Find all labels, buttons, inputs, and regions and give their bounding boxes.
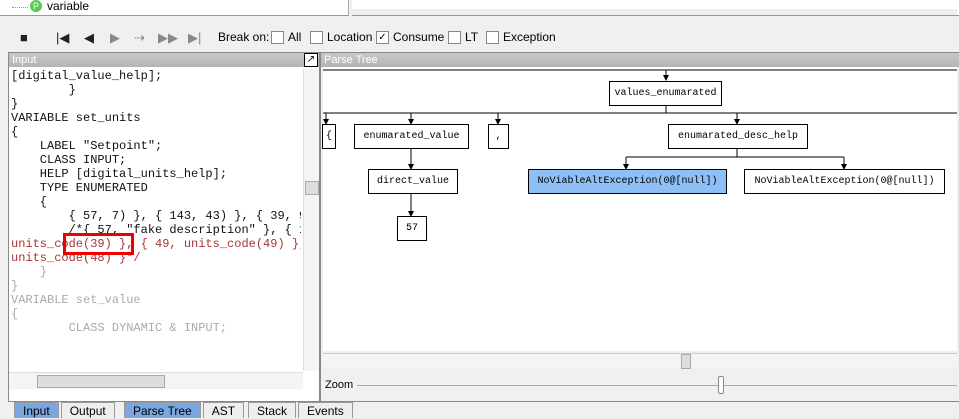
tree-horizontal-scrollbar[interactable] bbox=[323, 353, 957, 369]
step-back-icon[interactable]: ◀ bbox=[84, 30, 94, 45]
scroll-thumb[interactable] bbox=[681, 354, 691, 369]
code-line: VARIABLE set_units bbox=[11, 111, 141, 125]
parse-tree-title: Parse Tree bbox=[321, 53, 959, 67]
code-line: { bbox=[11, 307, 19, 321]
break-location-checkbox[interactable]: Location bbox=[310, 30, 372, 44]
tab-events[interactable]: Events bbox=[298, 402, 353, 418]
code-line: units_code(48) }*/ bbox=[11, 251, 141, 265]
break-exception-checkbox[interactable]: Exception bbox=[486, 30, 556, 44]
tab-output[interactable]: Output bbox=[60, 402, 115, 418]
tree-node-leaf-57[interactable]: 57 bbox=[397, 216, 427, 241]
parse-tree-panel: Parse Tree values_enumarated { enumarate… bbox=[320, 52, 959, 402]
code-line: CLASS INPUT; bbox=[11, 153, 127, 167]
tab-parse-tree[interactable]: Parse Tree bbox=[124, 402, 201, 418]
break-consume-checkbox[interactable]: ✓Consume bbox=[376, 30, 444, 44]
parser-rule-icon: P bbox=[30, 0, 42, 12]
tree-node-comma[interactable]: , bbox=[488, 124, 509, 149]
break-on-label: Break on: bbox=[218, 30, 270, 44]
input-panel: Input ↗ [digital_value_help]; }}VARIABLE… bbox=[8, 52, 320, 402]
parse-tree-canvas[interactable]: values_enumarated { enumarated_value , e… bbox=[322, 67, 957, 351]
code-line: units_code(39) }, { 49, units_code(49) }… bbox=[11, 237, 301, 251]
code-line: LABEL "Setpoint"; bbox=[11, 139, 163, 153]
code-line: [digital_value_help]; bbox=[11, 69, 163, 83]
code-line: { 57, 7) }, { 143, 43) }, { 39, 9 bbox=[11, 209, 301, 223]
horizontal-scrollbar[interactable] bbox=[9, 372, 303, 389]
break-lt-checkbox[interactable]: LT bbox=[448, 30, 478, 44]
zoom-slider-thumb[interactable] bbox=[718, 376, 724, 394]
fast-forward-icon[interactable]: ▶▶ bbox=[158, 30, 178, 45]
scroll-thumb[interactable] bbox=[305, 181, 319, 195]
code-line: CLASS DYNAMIC & INPUT; bbox=[11, 321, 228, 335]
input-panel-title: Input bbox=[9, 53, 319, 67]
tab-ast[interactable]: AST bbox=[202, 402, 245, 418]
code-line: } bbox=[11, 265, 48, 279]
go-to-end-icon[interactable]: ▶| bbox=[188, 30, 202, 45]
code-line: } bbox=[11, 83, 76, 97]
vertical-scrollbar[interactable] bbox=[303, 69, 319, 371]
code-line: TYPE ENUMERATED bbox=[11, 181, 148, 195]
scroll-thumb[interactable] bbox=[37, 375, 165, 388]
tree-node-exception-selected[interactable]: NoViableAltException(0@[null]) bbox=[528, 169, 727, 194]
code-line: } bbox=[11, 97, 19, 111]
tree-node-direct-value[interactable]: direct_value bbox=[368, 169, 458, 194]
zoom-label: Zoom bbox=[325, 379, 354, 391]
step-over-icon[interactable]: ⇢ bbox=[134, 30, 145, 45]
tree-node-enumarated-desc-help[interactable]: enumarated_desc_help bbox=[668, 124, 808, 149]
go-to-start-icon[interactable]: |◀ bbox=[56, 30, 70, 45]
tree-node-exception[interactable]: NoViableAltException(0@[null]) bbox=[744, 169, 945, 194]
break-all-checkbox[interactable]: All bbox=[271, 30, 301, 44]
code-line: VARIABLE set_value bbox=[11, 293, 141, 307]
highlight-box bbox=[63, 233, 134, 255]
grammar-editor[interactable] bbox=[352, 0, 959, 16]
tree-item-variable[interactable]: variable bbox=[47, 0, 90, 13]
debugger-toolbar: ■ |◀ ◀ ▶ ⇢ ▶▶ ▶| Break on: All Location … bbox=[8, 22, 958, 52]
horizontal-scrollbar[interactable] bbox=[352, 9, 957, 15]
rule-tree[interactable]: P variable bbox=[0, 0, 349, 16]
stop-icon[interactable]: ■ bbox=[20, 30, 28, 45]
code-line: /*{ 57, "fake description" }, { 1 bbox=[11, 223, 301, 237]
tree-node-root[interactable]: values_enumarated bbox=[609, 81, 722, 106]
tab-input[interactable]: Input bbox=[14, 402, 59, 418]
tree-edges bbox=[323, 69, 957, 217]
maximize-icon[interactable]: ↗ bbox=[304, 53, 318, 67]
input-text-area[interactable]: [digital_value_help]; }}VARIABLE set_uni… bbox=[11, 69, 301, 371]
tree-node-enumarated-value[interactable]: enumarated_value bbox=[354, 124, 469, 149]
code-line: } bbox=[11, 279, 19, 293]
code-line: { bbox=[11, 195, 48, 209]
tab-stack[interactable]: Stack bbox=[248, 402, 297, 418]
tree-node-open-brace[interactable]: { bbox=[322, 124, 336, 149]
tree-connector bbox=[12, 7, 28, 8]
code-line: { bbox=[11, 125, 19, 139]
code-line: HELP [digital_units_help]; bbox=[11, 167, 228, 181]
zoom-slider[interactable] bbox=[357, 385, 957, 386]
step-forward-icon[interactable]: ▶ bbox=[110, 30, 120, 45]
